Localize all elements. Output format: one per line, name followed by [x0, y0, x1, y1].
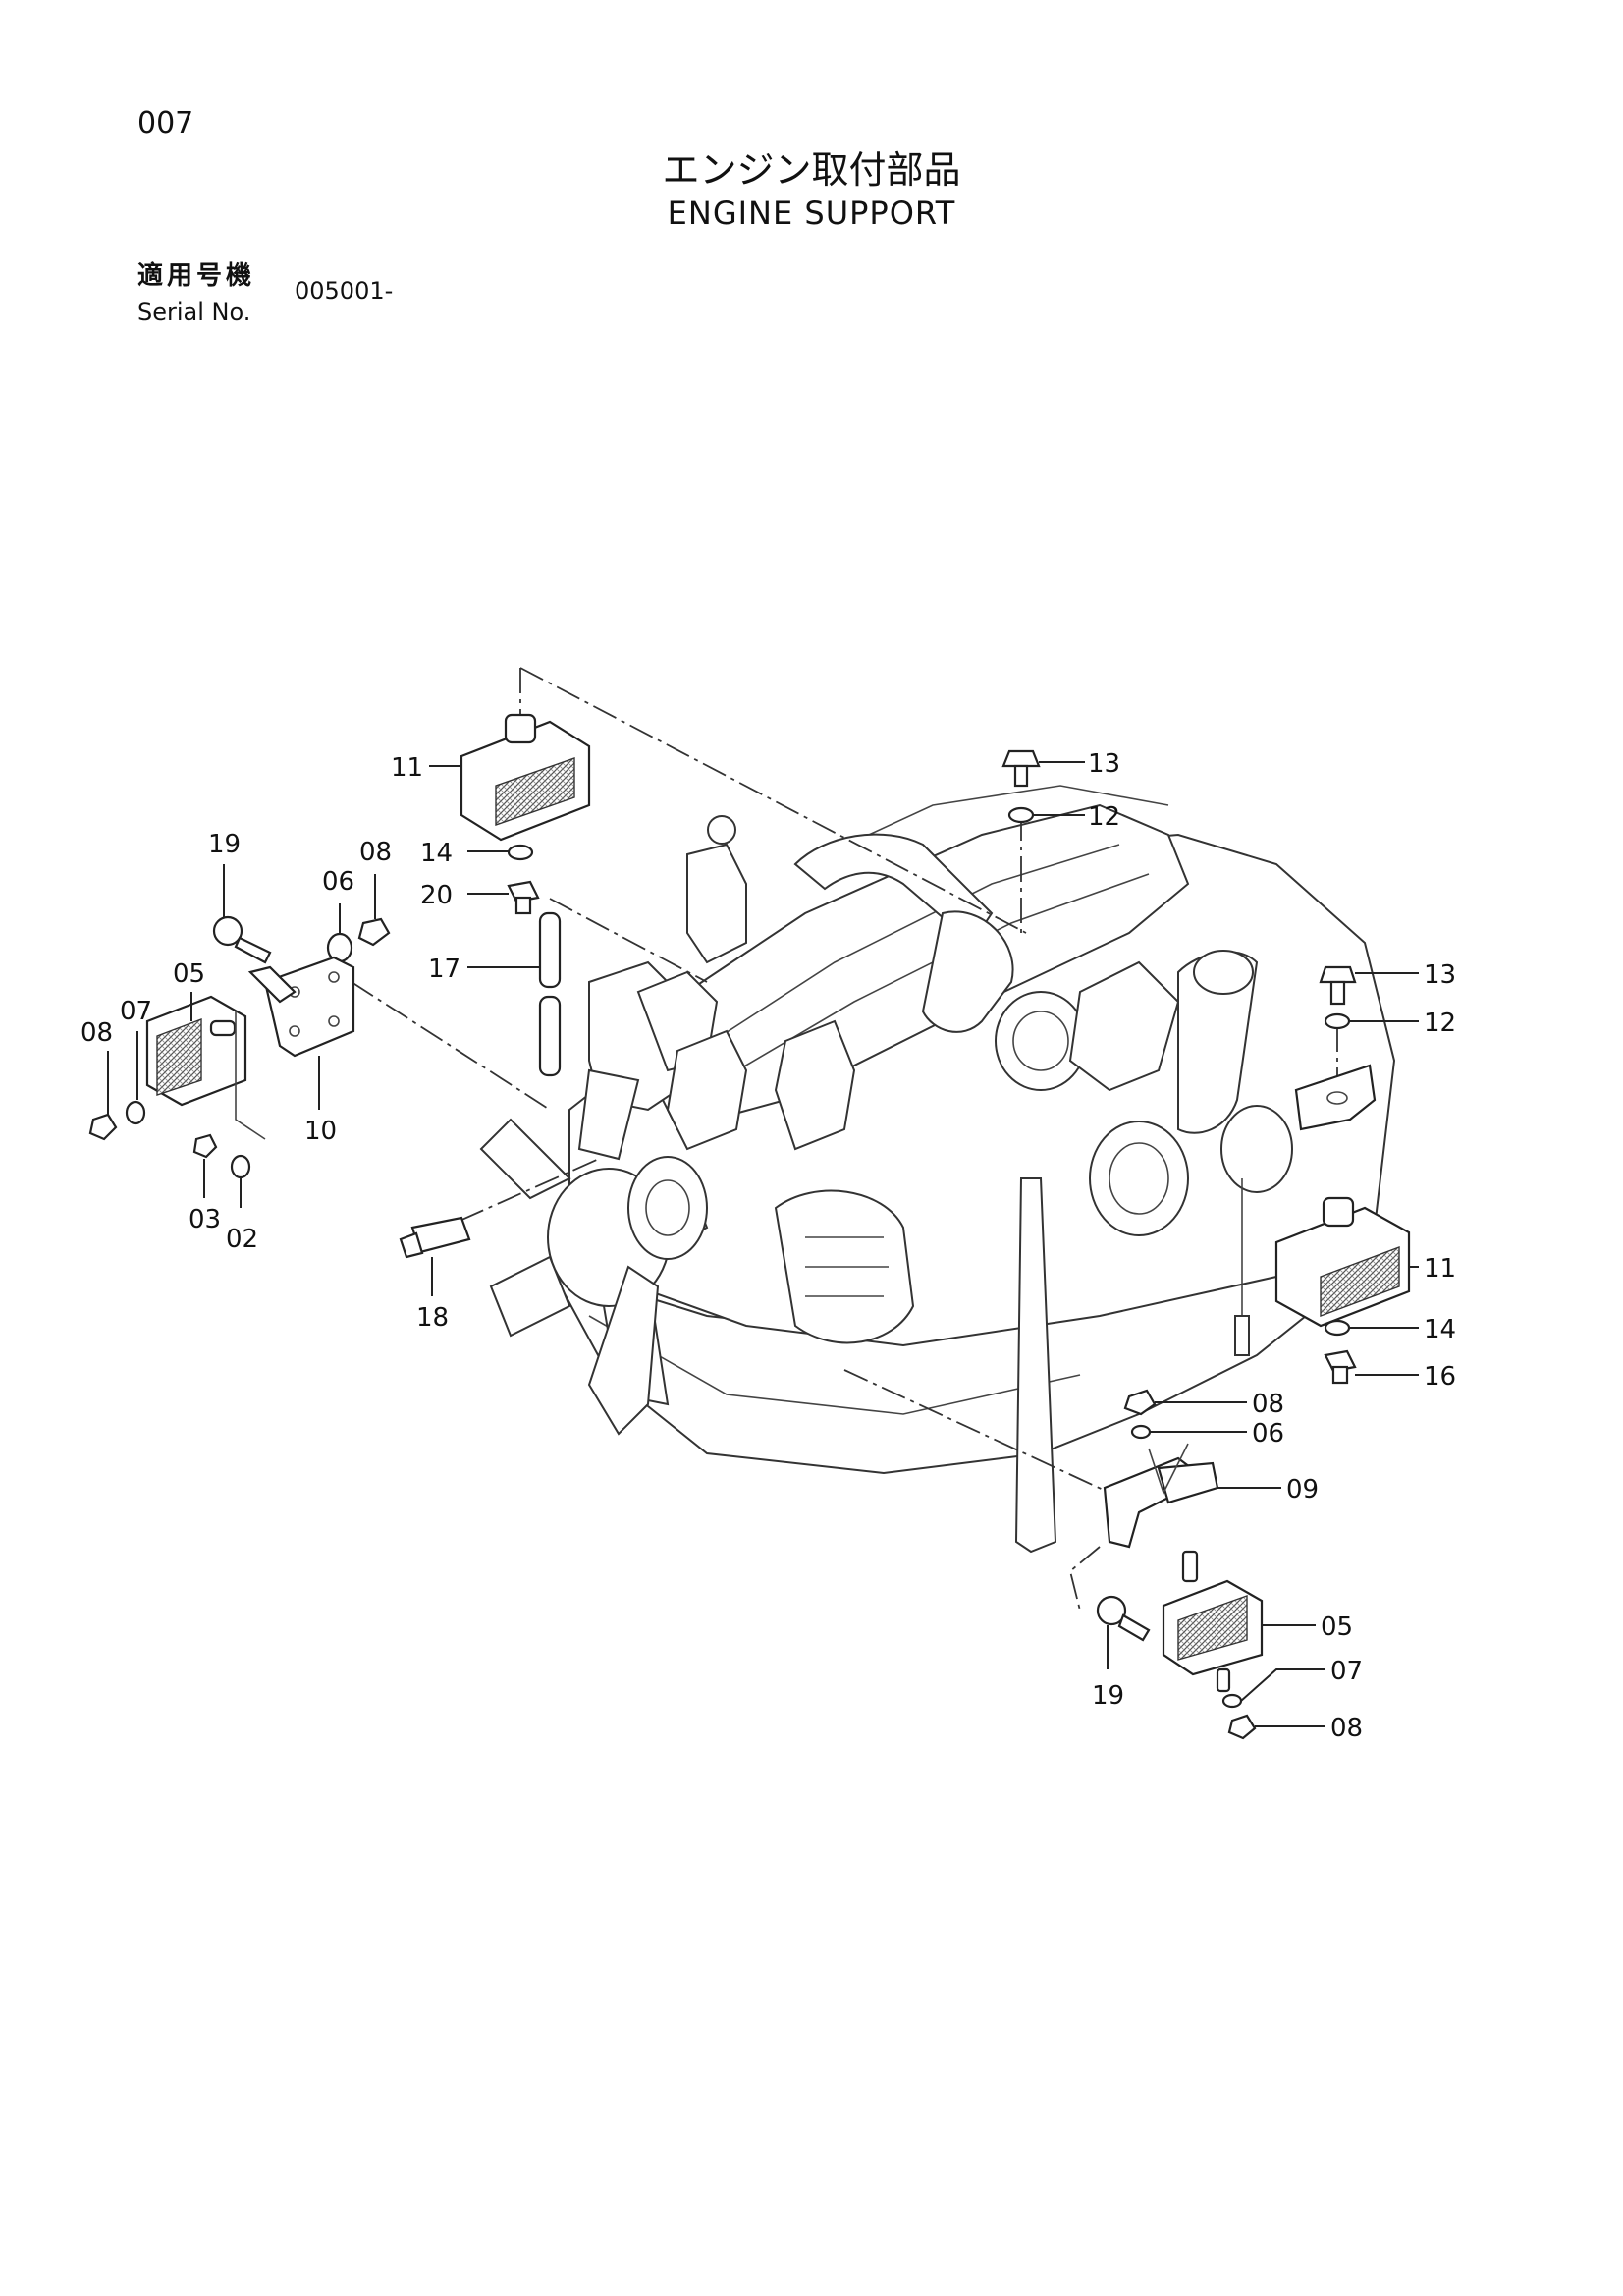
- callout-08-b: 08: [81, 1018, 113, 1048]
- engine-mount-upper-left: [460, 713, 591, 842]
- callout-18: 18: [416, 1303, 449, 1333]
- washer-12-a: [1007, 806, 1035, 824]
- washer-12-b: [1324, 1012, 1351, 1030]
- callout-05-b: 05: [1321, 1613, 1353, 1642]
- callout-06-a: 06: [322, 867, 354, 897]
- bolt-16: [1324, 1349, 1357, 1385]
- left-mount-assembly: [88, 915, 391, 1179]
- callout-11-b: 11: [1424, 1254, 1456, 1284]
- bolt-13-a: [1001, 749, 1041, 788]
- callout-14-a: 14: [420, 839, 453, 868]
- serial-label-english: Serial No.: [137, 299, 251, 326]
- page-title-english: ENGINE SUPPORT: [667, 194, 956, 232]
- nut-08-d: [1227, 1714, 1257, 1740]
- bracket-09: [1103, 1443, 1219, 1549]
- bolt-13-b: [1319, 965, 1357, 1006]
- callout-05-a: 05: [173, 959, 205, 989]
- callout-08-d: 08: [1330, 1714, 1363, 1743]
- bolt-19-b: [1096, 1595, 1151, 1642]
- callout-11-a: 11: [391, 753, 423, 783]
- callout-09: 09: [1286, 1475, 1319, 1504]
- callout-13-b: 13: [1424, 960, 1456, 990]
- callout-19-b: 19: [1092, 1681, 1124, 1711]
- bolt-20: [507, 880, 540, 915]
- callout-03: 03: [189, 1205, 221, 1234]
- support-plate: [1294, 1064, 1377, 1131]
- page-title-japanese: エンジン取付部品: [662, 148, 961, 191]
- engine-mount-lower-right: [1274, 1196, 1411, 1328]
- callout-02: 02: [226, 1225, 258, 1254]
- callout-13-a: 13: [1088, 749, 1120, 779]
- callout-12-a: 12: [1088, 802, 1120, 832]
- engine-illustration: [479, 785, 1396, 1554]
- callout-12-b: 12: [1424, 1009, 1456, 1038]
- callout-08-c: 08: [1252, 1390, 1284, 1419]
- callout-17: 17: [428, 955, 460, 984]
- hose-17-b: [538, 995, 562, 1077]
- sensor-18: [399, 1216, 471, 1259]
- hose-17-a: [538, 911, 562, 989]
- nut-08-c: [1123, 1389, 1157, 1416]
- washer-06-b: [1130, 1424, 1152, 1440]
- washer-14-a: [507, 844, 534, 861]
- callout-20: 20: [420, 881, 453, 910]
- washer-14-b: [1324, 1319, 1351, 1337]
- washer-07-b: [1221, 1693, 1243, 1709]
- cooling-fan: [479, 1068, 709, 1436]
- page-number: 007: [137, 106, 194, 140]
- callout-07-a: 07: [120, 997, 152, 1026]
- serial-label-japanese: 適用号機: [137, 261, 256, 291]
- callout-19-a: 19: [208, 830, 241, 859]
- engine-mount-lower-bracket: [1162, 1550, 1264, 1693]
- callout-10: 10: [304, 1117, 337, 1146]
- callout-14-b: 14: [1424, 1315, 1456, 1344]
- callout-07-b: 07: [1330, 1657, 1363, 1686]
- callout-08-a: 08: [359, 838, 392, 867]
- serial-number-value: 005001-: [295, 277, 394, 304]
- callout-16: 16: [1424, 1362, 1456, 1392]
- callout-06-b: 06: [1252, 1419, 1284, 1449]
